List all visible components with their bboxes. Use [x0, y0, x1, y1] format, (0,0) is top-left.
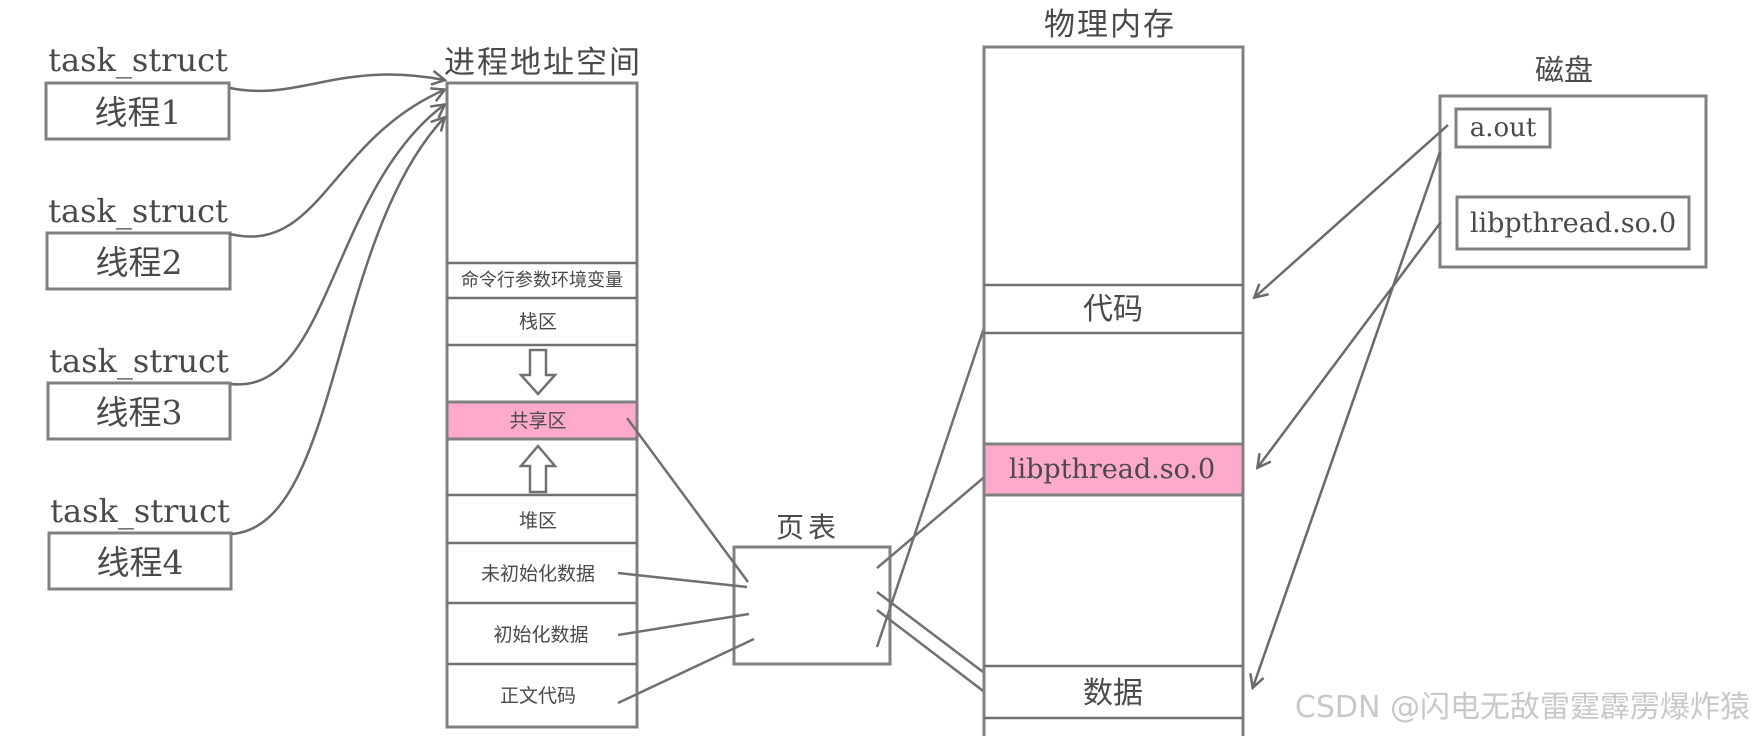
page-table-box — [732, 545, 892, 666]
thread-4-box — [47, 531, 233, 591]
physical-lib-label: libpthread.so.0 — [1009, 454, 1215, 485]
disk-lib-box — [1455, 195, 1691, 251]
shared-region — [445, 400, 639, 441]
heap-grow-up-icon — [518, 444, 558, 494]
pagetable-to-code-line — [875, 309, 992, 648]
watermark: CSDN @闪电无敌雷霆霹雳爆炸猿 — [1295, 690, 1750, 725]
physical-memory: 物理内存 代码 libpthread.so.0 数据 — [982, 7, 1245, 736]
thread-2-name: 线程2 — [96, 243, 183, 282]
physical-data-label: 数据 — [1083, 676, 1143, 711]
aout-to-code-arrow — [1255, 124, 1449, 297]
thread-4-struct-label: task_struct — [50, 492, 230, 530]
pagetable-to-lib-line — [876, 467, 996, 569]
thread-1-struct-label: task_struct — [48, 41, 228, 79]
disk: 磁盘 a.out libpthread.so.0 — [1438, 53, 1708, 269]
data-to-pagetable-line — [617, 612, 750, 637]
stack-label: 栈区 — [519, 311, 557, 333]
thread-4-arrow — [231, 118, 444, 536]
thread-1: task_struct 线程1 — [44, 41, 231, 141]
pagetable-to-data-line-1 — [876, 591, 996, 682]
aout-to-data-arrow — [1253, 151, 1442, 687]
thread-1-box — [44, 81, 231, 141]
thread-2: task_struct 线程2 — [45, 192, 232, 291]
pagetable-to-data-line-2 — [876, 609, 996, 701]
thread-3-arrow — [230, 105, 444, 386]
physical-memory-title: 物理内存 — [1044, 7, 1176, 43]
physical-memory-column — [982, 45, 1245, 736]
data-label: 初始化数据 — [493, 624, 588, 646]
disk-lib-label: libpthread.so.0 — [1470, 208, 1676, 239]
page-table: 页表 — [732, 511, 892, 666]
disk-aout-label: a.out — [1470, 113, 1537, 143]
physical-lib-region — [982, 442, 1245, 497]
lib-to-physical-lib-arrow — [1258, 221, 1443, 467]
bss-to-pagetable-line — [617, 571, 748, 589]
thread-1-name: 线程1 — [95, 93, 182, 132]
thread-1-arrow — [229, 74, 444, 93]
shared-to-pagetable-line — [625, 417, 750, 583]
thread-3: task_struct 线程3 — [46, 342, 232, 441]
bss-label: 未初始化数据 — [481, 563, 595, 585]
disk-title: 磁盘 — [1535, 53, 1593, 87]
shared-label: 共享区 — [509, 410, 566, 432]
page-table-title: 页表 — [776, 511, 840, 544]
thread-3-name: 线程3 — [96, 393, 183, 432]
physical-code-label: 代码 — [1083, 292, 1143, 327]
thread-2-arrow — [229, 90, 444, 238]
disk-aout-box — [1454, 107, 1552, 149]
thread-3-struct-label: task_struct — [49, 342, 229, 380]
thread-3-box — [46, 381, 232, 441]
thread-2-struct-label: task_struct — [48, 192, 228, 230]
thread-2-box — [45, 231, 232, 291]
cmdline-env-label: 命令行参数环境变量 — [461, 270, 623, 291]
thread-4: task_struct 线程4 — [47, 492, 233, 591]
text-segment-label: 正文代码 — [500, 685, 576, 707]
thread-4-name: 线程4 — [97, 543, 184, 582]
text-to-pagetable-line — [617, 637, 755, 705]
heap-label: 堆区 — [519, 510, 557, 532]
address-space: 进程地址空间 命令行参数环境变量 栈区 共享区 堆区 未初始化数据 初始化数据 … — [444, 45, 642, 729]
stack-grow-down-icon — [518, 348, 558, 396]
address-space-title: 进程地址空间 — [444, 45, 642, 81]
